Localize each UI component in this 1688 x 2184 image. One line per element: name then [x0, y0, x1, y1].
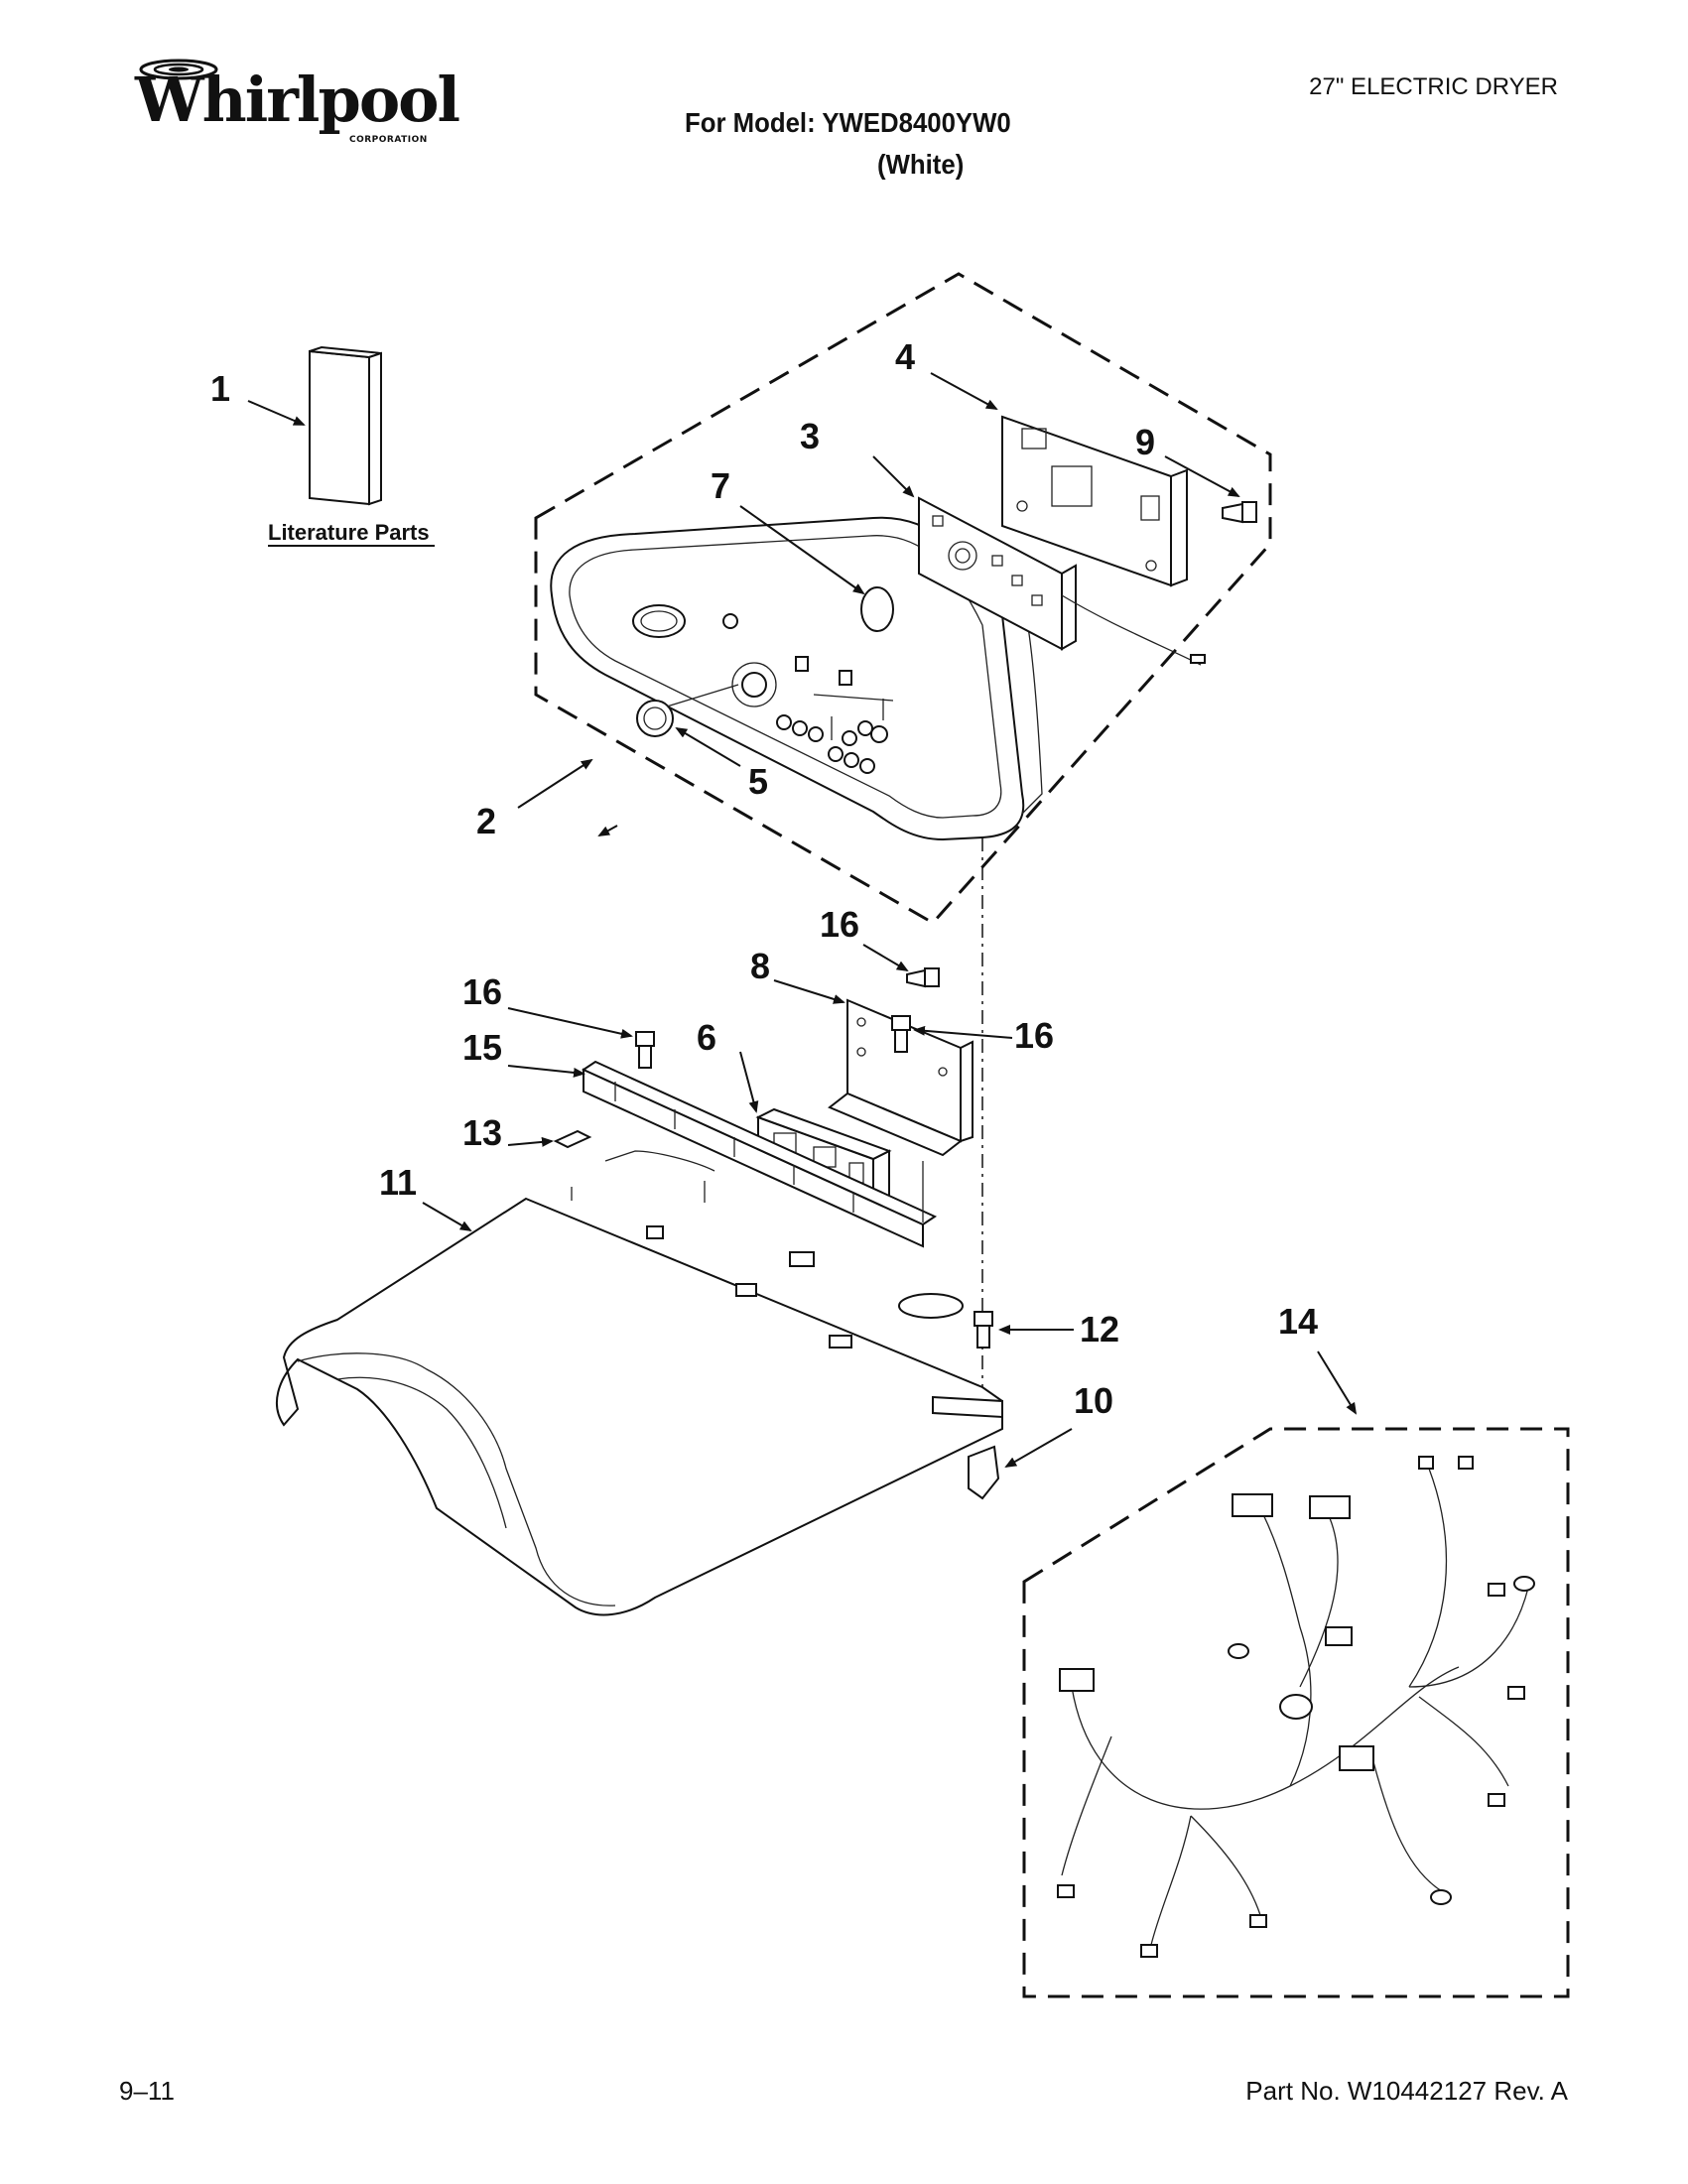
- callout-3: 3: [800, 416, 820, 456]
- leader-1: [247, 400, 306, 426]
- callout-16-right: 16: [1014, 1015, 1054, 1056]
- part-number: Part No. W10442127 Rev. A: [1245, 2076, 1568, 2106]
- callout-11: 11: [379, 1162, 417, 1203]
- leader-2: [517, 758, 593, 809]
- leader-8: [773, 979, 845, 1004]
- board-screw: [1222, 501, 1257, 524]
- brand-subtitle: CORPORATION: [349, 135, 428, 145]
- console-assembly-boundary: [534, 272, 1272, 925]
- model-color: (White): [877, 149, 965, 180]
- user-interface-board: [918, 496, 1206, 666]
- console-panel: [550, 516, 1043, 841]
- clip: [553, 1129, 592, 1149]
- wire-harness: [1057, 1456, 1535, 1958]
- electronic-control-board: [1001, 415, 1188, 587]
- leader-10: [1004, 1428, 1073, 1468]
- overlay-disc: [860, 586, 894, 632]
- screw-bracket: [891, 1015, 911, 1053]
- console-bracket-strip: [581, 1060, 938, 1248]
- screw-left: [635, 1031, 655, 1069]
- screw-top-right: [906, 967, 940, 988]
- callout-9: 9: [1135, 422, 1155, 462]
- callout-16-top: 16: [820, 904, 859, 945]
- callout-5: 5: [748, 761, 768, 802]
- leader-4: [930, 372, 998, 410]
- date-code: 9–11: [119, 2076, 175, 2106]
- callout-7: 7: [711, 465, 730, 506]
- brand-name: Whirlpool: [135, 64, 460, 136]
- leader-15: [507, 1065, 585, 1078]
- model-number: For Model: YWED8400YW0: [685, 107, 1011, 138]
- leader-9: [1164, 455, 1240, 497]
- panel-screw: [974, 1311, 993, 1349]
- callout-15: 15: [462, 1027, 502, 1068]
- leader-16b: [913, 1025, 1013, 1039]
- callout-1: 1: [210, 368, 230, 409]
- leader-13: [507, 1136, 554, 1147]
- logo-swirl-icon: [139, 59, 218, 80]
- panel-clip: [968, 1445, 1000, 1500]
- leader-16c: [507, 1007, 633, 1039]
- callout-13: 13: [462, 1112, 502, 1153]
- leader-6: [739, 1051, 759, 1113]
- callout-12: 12: [1080, 1309, 1119, 1349]
- leader-2b: [597, 825, 618, 836]
- leader-11: [422, 1202, 472, 1232]
- callout-16-left: 16: [462, 971, 502, 1012]
- leader-16a: [862, 944, 909, 972]
- callout-10: 10: [1074, 1380, 1113, 1421]
- leader-14: [1317, 1350, 1358, 1415]
- leader-3: [872, 455, 915, 498]
- leader-7: [739, 505, 865, 595]
- literature-parts-label: Literature Parts: [268, 520, 430, 545]
- callout-4: 4: [895, 336, 915, 377]
- dryer-top-panel: [275, 1150, 1003, 1616]
- callout-2: 2: [476, 801, 496, 841]
- callout-6: 6: [697, 1017, 716, 1058]
- callout-8: 8: [750, 946, 770, 986]
- leader-5: [675, 726, 741, 767]
- whirlpool-logo: Whirlpool CORPORATION: [129, 56, 460, 155]
- callout-14: 14: [1278, 1301, 1318, 1342]
- control-knob: [636, 684, 739, 737]
- control-bracket: [828, 998, 974, 1157]
- document-title: 27" ELECTRIC DRYER: [1309, 73, 1558, 100]
- wire-harness-boundary: [1022, 1427, 1570, 1998]
- literature-parts-booklet: Literature Parts: [268, 345, 435, 547]
